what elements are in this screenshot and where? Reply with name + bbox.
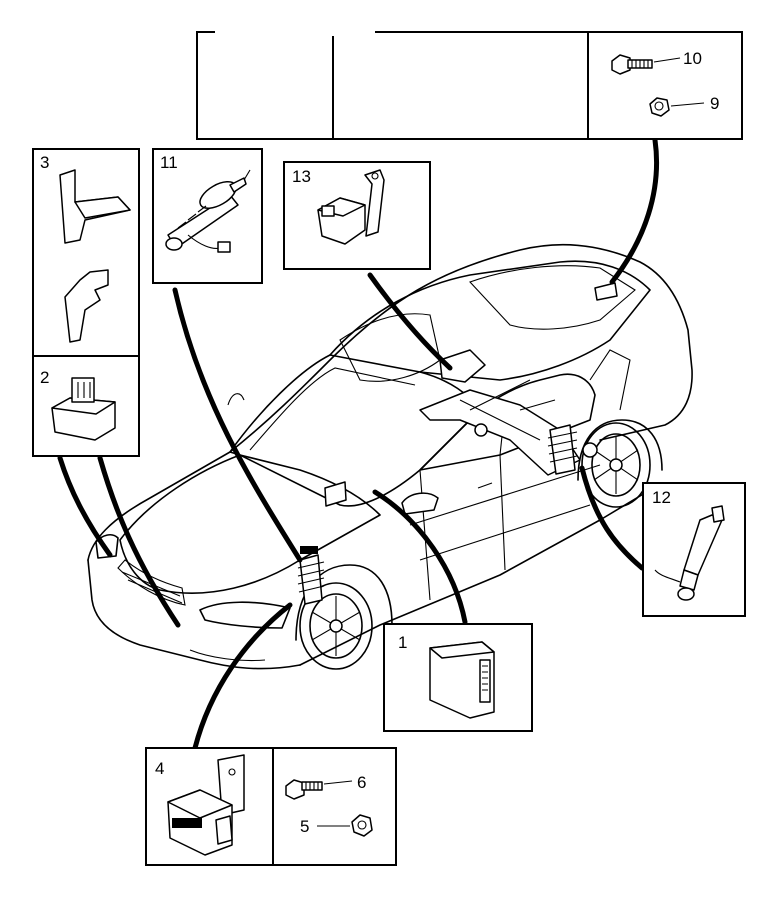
callout-10: 10 [683,49,702,68]
leader-lines [57,137,660,751]
level-sensor-icon [317,169,385,245]
sensor-icon [51,377,116,441]
shock-absorber-icon [165,169,251,253]
callout-11: 11 [160,153,178,172]
sensor-bracket-icon [167,754,245,856]
callout-9: 9 [710,94,719,113]
callout-3: 3 [40,153,49,172]
callout-5: 5 [300,817,309,836]
parts-box-1: 1 [383,623,533,732]
nut-icon [351,814,373,837]
parts-box-12: 12 [642,482,746,617]
shock-absorber-icon [654,505,725,601]
callout-6: 6 [357,773,366,792]
bracket-icon [59,169,131,343]
top-parts-box: 10 9 [196,24,743,140]
parts-box-4: 4 6 5 [145,747,397,866]
parts-box-13: 13 [283,161,431,270]
control-module-icon [429,641,495,719]
parts-box-11: 11 [152,148,263,284]
callout-13: 13 [292,167,311,186]
callout-4: 4 [155,759,164,778]
bolt-icon [285,779,323,800]
parts-box-3-2: 3 2 [32,148,140,457]
callout-12: 12 [652,488,671,507]
nut-icon [649,97,670,117]
callout-1: 1 [398,633,407,652]
bolt-icon [611,54,653,75]
callout-2: 2 [40,368,49,387]
